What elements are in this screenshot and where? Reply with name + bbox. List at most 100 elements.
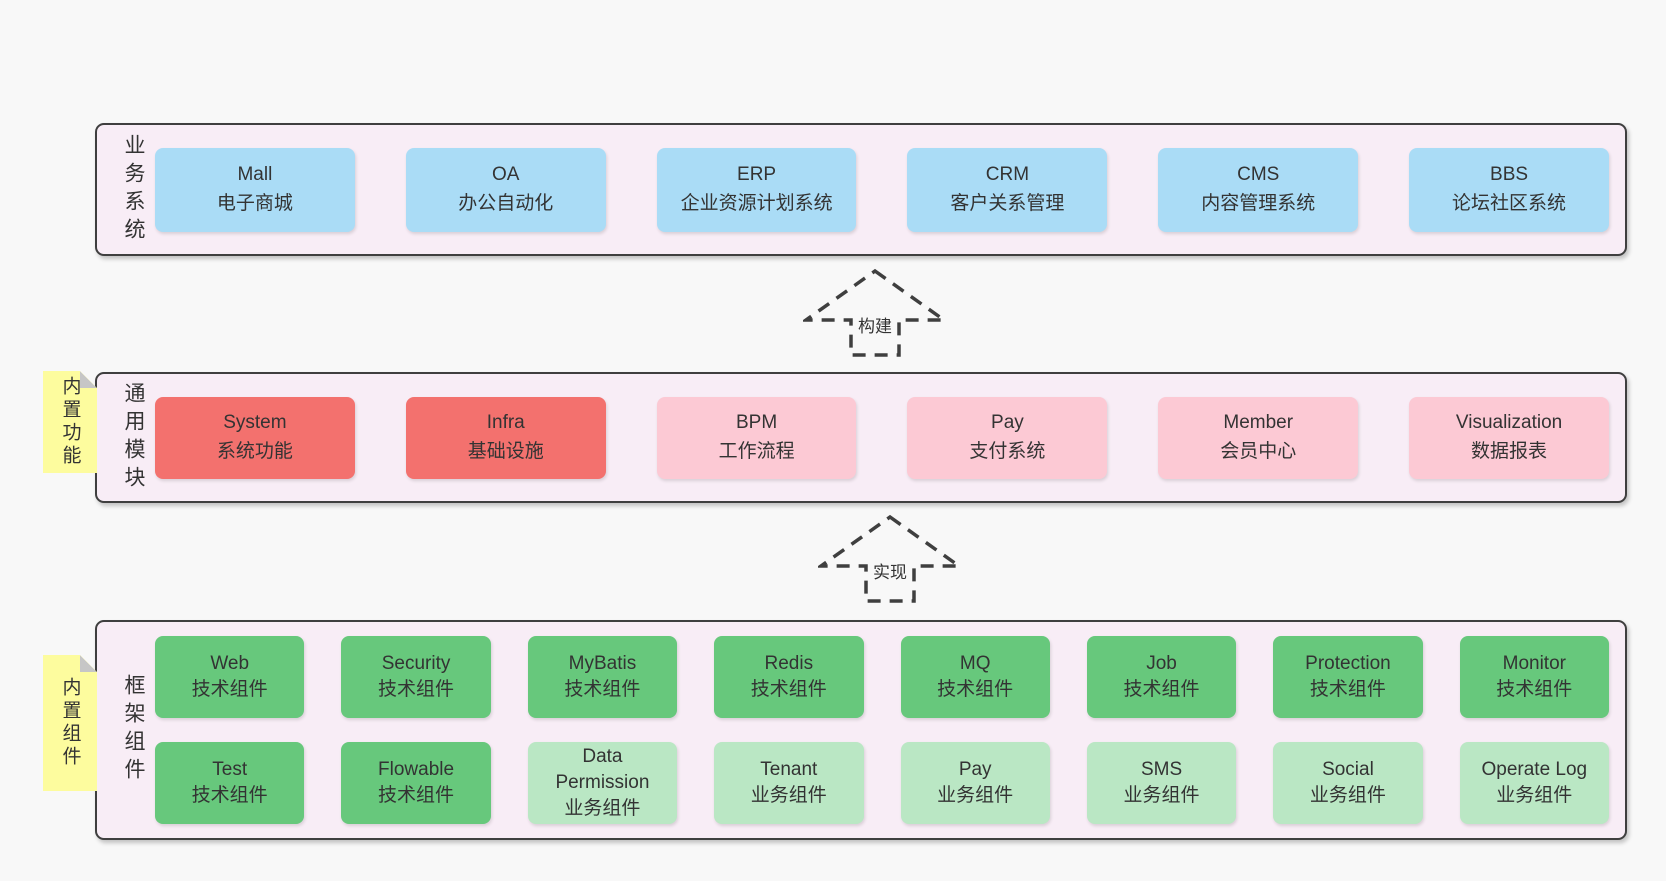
sticky-note-builtin-components: 内置组件 bbox=[43, 655, 97, 791]
box-subtitle: 论坛社区系统 bbox=[1452, 192, 1567, 214]
box-title: Mall bbox=[237, 164, 273, 185]
box-subtitle: 系统功能 bbox=[216, 440, 293, 462]
module-boxes: System 系统功能 Infra 基础设施 BPM 工作流程 Pay 支付系统… bbox=[155, 396, 1609, 479]
layer-label-modules: 通用模块 bbox=[122, 381, 145, 494]
layer-common-modules: 通用模块 System 系统功能 Infra 基础设施 BPM 工作流程 Pay… bbox=[95, 372, 1627, 503]
layer-framework-components: 框架组件 Web 技术组件 Security 技术组件 MyBatis 技术组件… bbox=[95, 620, 1627, 840]
box-title: MyBatis bbox=[568, 652, 637, 674]
box-test: Test 技术组件 bbox=[155, 742, 305, 824]
box-bpm: BPM 工作流程 bbox=[656, 396, 857, 479]
business-boxes: Mall 电子商城 OA 办公自动化 ERP 企业资源计划系统 CRM 客户关系… bbox=[155, 147, 1609, 232]
arrow-implement: 实现 bbox=[818, 512, 962, 604]
box-subtitle: 技术组件 bbox=[378, 785, 455, 806]
layer-label-business: 业务系统 bbox=[122, 133, 145, 246]
box-subtitle: 电子商城 bbox=[216, 192, 293, 214]
box-title: Tenant bbox=[760, 758, 818, 780]
box-subtitle: 客户关系管理 bbox=[950, 192, 1065, 214]
sticky-text: 内置组件 bbox=[59, 677, 81, 769]
box-pay-system: Pay 支付系统 bbox=[907, 396, 1108, 479]
framework-rows: Web 技术组件 Security 技术组件 MyBatis 技术组件 Redi… bbox=[155, 636, 1609, 824]
box-subtitle: 技术组件 bbox=[191, 679, 268, 700]
box-title: Operate Log bbox=[1481, 758, 1588, 780]
box-title: ERP bbox=[737, 164, 777, 185]
box-mybatis: MyBatis 技术组件 bbox=[527, 636, 678, 718]
box-erp: ERP 企业资源计划系统 bbox=[656, 147, 857, 232]
layer-business-systems: 业务系统 Mall 电子商城 OA 办公自动化 ERP 企业资源计划系统 CRM… bbox=[95, 123, 1627, 256]
box-infra: Infra 基础设施 bbox=[405, 396, 606, 479]
box-subtitle: 技术组件 bbox=[564, 679, 641, 700]
box-title: OA bbox=[492, 164, 520, 185]
box-pay-component: Pay 业务组件 bbox=[900, 742, 1050, 824]
box-security: Security 技术组件 bbox=[341, 636, 491, 718]
arrow-up-icon bbox=[803, 268, 947, 357]
box-title: Visualization bbox=[1455, 412, 1563, 433]
box-title: Pay bbox=[958, 758, 992, 780]
box-title: Social bbox=[1322, 758, 1374, 780]
box-title: Pay bbox=[991, 412, 1024, 433]
box-subtitle: 技术组件 bbox=[191, 785, 268, 806]
box-subtitle: 技术组件 bbox=[937, 679, 1014, 700]
box-title: BPM bbox=[735, 412, 778, 433]
arrow-implement-label: 实现 bbox=[871, 558, 909, 583]
box-bbs: BBS 论坛社区系统 bbox=[1409, 147, 1609, 232]
box-subtitle: 企业资源计划系统 bbox=[680, 192, 833, 214]
box-title: Job bbox=[1146, 652, 1177, 674]
box-title: CMS bbox=[1237, 164, 1280, 185]
box-cms: CMS 内容管理系统 bbox=[1158, 147, 1359, 232]
box-sms: SMS 业务组件 bbox=[1086, 742, 1237, 824]
box-flowable: Flowable 技术组件 bbox=[341, 742, 491, 824]
arrow-up-icon bbox=[818, 514, 962, 603]
sticky-text: 内置功能 bbox=[59, 376, 81, 468]
box-member: Member 会员中心 bbox=[1158, 396, 1359, 479]
box-subtitle: 技术组件 bbox=[750, 679, 827, 700]
box-subtitle: 业务组件 bbox=[1496, 785, 1573, 806]
box-job: Job 技术组件 bbox=[1086, 636, 1237, 718]
box-title: Flowable bbox=[378, 758, 455, 780]
box-subtitle: 业务组件 bbox=[937, 785, 1014, 806]
box-subtitle: 基础设施 bbox=[467, 440, 544, 462]
arrow-build-label: 构建 bbox=[856, 312, 894, 337]
box-subtitle: 技术组件 bbox=[1496, 679, 1573, 700]
box-subtitle: 数据报表 bbox=[1471, 440, 1548, 462]
box-title: CRM bbox=[985, 164, 1030, 185]
box-subtitle: 支付系统 bbox=[969, 440, 1046, 462]
box-subtitle: 会员中心 bbox=[1220, 440, 1297, 462]
box-subtitle: 技术组件 bbox=[378, 679, 455, 700]
box-protection: Protection 技术组件 bbox=[1273, 636, 1423, 718]
box-subtitle: 业务组件 bbox=[564, 798, 641, 820]
framework-row-business: Test 技术组件 Flowable 技术组件 Data Permission … bbox=[155, 742, 1609, 824]
box-title: Protection bbox=[1305, 652, 1391, 674]
box-mq: MQ 技术组件 bbox=[900, 636, 1050, 718]
box-title: Test bbox=[212, 758, 248, 780]
box-title: Redis bbox=[764, 652, 814, 674]
box-subtitle: 业务组件 bbox=[1123, 785, 1200, 806]
sticky-note-builtin-features: 内置功能 bbox=[43, 371, 97, 473]
box-system: System 系统功能 bbox=[155, 396, 355, 479]
box-title: SMS bbox=[1140, 758, 1183, 780]
box-title: System bbox=[223, 412, 287, 433]
box-web: Web 技术组件 bbox=[155, 636, 305, 718]
box-monitor: Monitor 技术组件 bbox=[1459, 636, 1609, 718]
box-subtitle: 技术组件 bbox=[1123, 679, 1200, 700]
box-subtitle: 技术组件 bbox=[1309, 679, 1386, 700]
box-subtitle: 业务组件 bbox=[750, 785, 827, 806]
arrow-build: 构建 bbox=[803, 266, 947, 358]
framework-row-tech: Web 技术组件 Security 技术组件 MyBatis 技术组件 Redi… bbox=[155, 636, 1609, 718]
box-title: Monitor bbox=[1502, 652, 1566, 674]
layer-label-framework: 框架组件 bbox=[122, 674, 145, 786]
box-operate-log: Operate Log 业务组件 bbox=[1459, 742, 1609, 824]
box-oa: OA 办公自动化 bbox=[405, 147, 606, 232]
box-title: Web bbox=[210, 652, 250, 674]
box-subtitle: 办公自动化 bbox=[458, 192, 554, 214]
box-tenant: Tenant 业务组件 bbox=[714, 742, 864, 824]
box-visualization: Visualization 数据报表 bbox=[1409, 396, 1609, 479]
box-redis: Redis 技术组件 bbox=[714, 636, 864, 718]
box-subtitle: 工作流程 bbox=[718, 440, 795, 462]
box-title: Security bbox=[381, 652, 451, 674]
box-title: Member bbox=[1223, 412, 1294, 433]
box-data-permission: Data Permission 业务组件 bbox=[527, 742, 678, 824]
box-social: Social 业务组件 bbox=[1273, 742, 1423, 824]
box-mall: Mall 电子商城 bbox=[155, 147, 355, 232]
box-subtitle: 内容管理系统 bbox=[1201, 192, 1316, 214]
